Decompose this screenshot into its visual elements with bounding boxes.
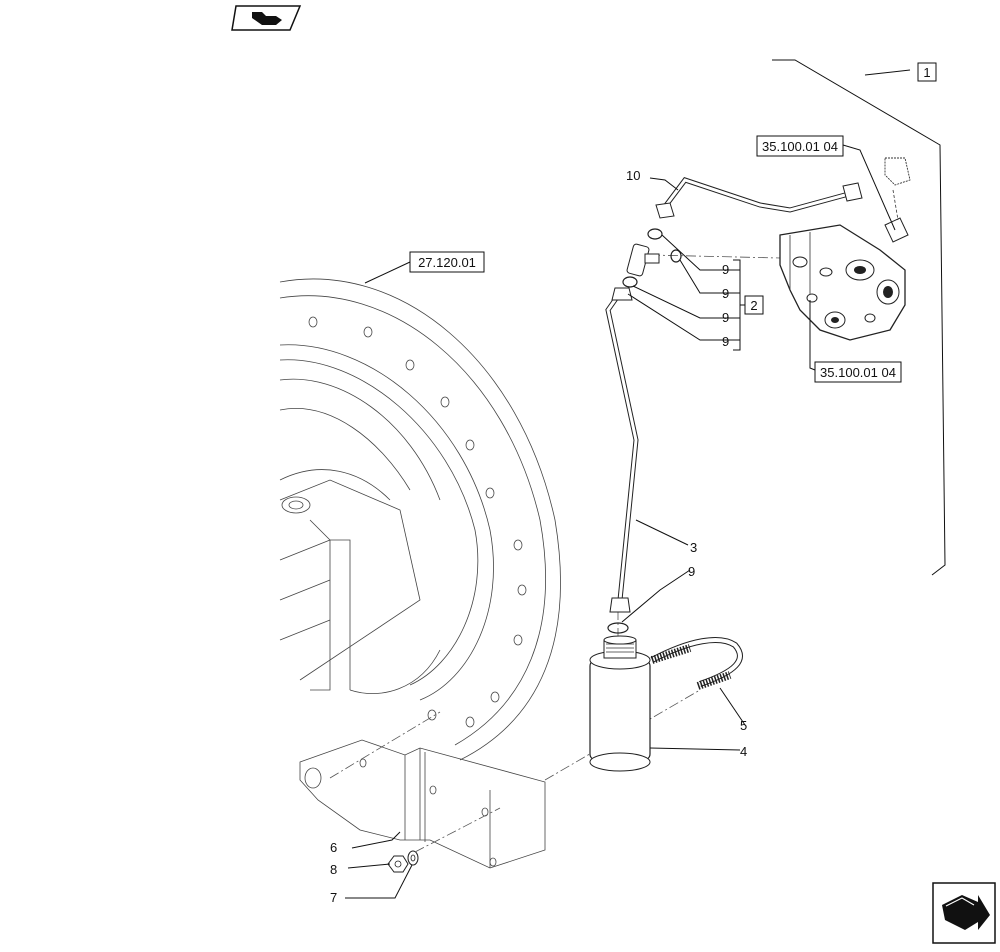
- callout-4: 4: [740, 744, 747, 759]
- o-ring-1: [647, 228, 663, 240]
- ref-box-2-label: 2: [750, 298, 757, 313]
- ref-box-valve-bottom[interactable]: 35.100.01 04: [814, 361, 902, 383]
- callout-5: 5: [740, 718, 747, 733]
- ref-box-1-label: 1: [923, 65, 930, 80]
- callout-7: 7: [330, 890, 337, 905]
- callout-10: 10: [626, 168, 640, 183]
- ref-box-wheel[interactable]: 27.120.01: [409, 251, 485, 273]
- filter-canister: [589, 635, 651, 772]
- ref-box-valve-top-label: 35.100.01 04: [762, 139, 838, 154]
- leader-lines: [345, 59, 946, 899]
- nut-part: [387, 855, 409, 873]
- pipe-10: [655, 177, 863, 219]
- o-ring-lower: [607, 622, 629, 634]
- ref-box-2[interactable]: 2: [744, 295, 764, 315]
- valve-block: [779, 224, 906, 341]
- o-ring-2: [670, 249, 682, 263]
- callout-9a: 9: [722, 262, 729, 277]
- next-page-arrow-icon[interactable]: [932, 882, 996, 944]
- mounting-bracket: [299, 739, 546, 869]
- elbow-fitting: [884, 157, 911, 243]
- ref-box-valve-top[interactable]: 35.100.01 04: [756, 135, 844, 157]
- pipe-3: [605, 287, 639, 613]
- callout-9c: 9: [722, 310, 729, 325]
- callout-9-lower: 9: [688, 564, 695, 579]
- callout-9d: 9: [722, 334, 729, 349]
- spring-hose: [650, 637, 743, 690]
- callout-3: 3: [690, 540, 697, 555]
- callout-9b: 9: [722, 286, 729, 301]
- o-ring-3: [622, 276, 638, 288]
- ref-box-wheel-label: 27.120.01: [418, 255, 476, 270]
- callout-6: 6: [330, 840, 337, 855]
- callout-8: 8: [330, 862, 337, 877]
- washer-part: [407, 850, 419, 866]
- tee-fitting: [626, 243, 660, 277]
- ref-box-valve-bottom-label: 35.100.01 04: [820, 365, 896, 380]
- prev-page-arrow-icon[interactable]: [231, 5, 302, 31]
- ref-box-1[interactable]: 1: [917, 62, 937, 82]
- wheel-hub-drawing: [279, 278, 561, 761]
